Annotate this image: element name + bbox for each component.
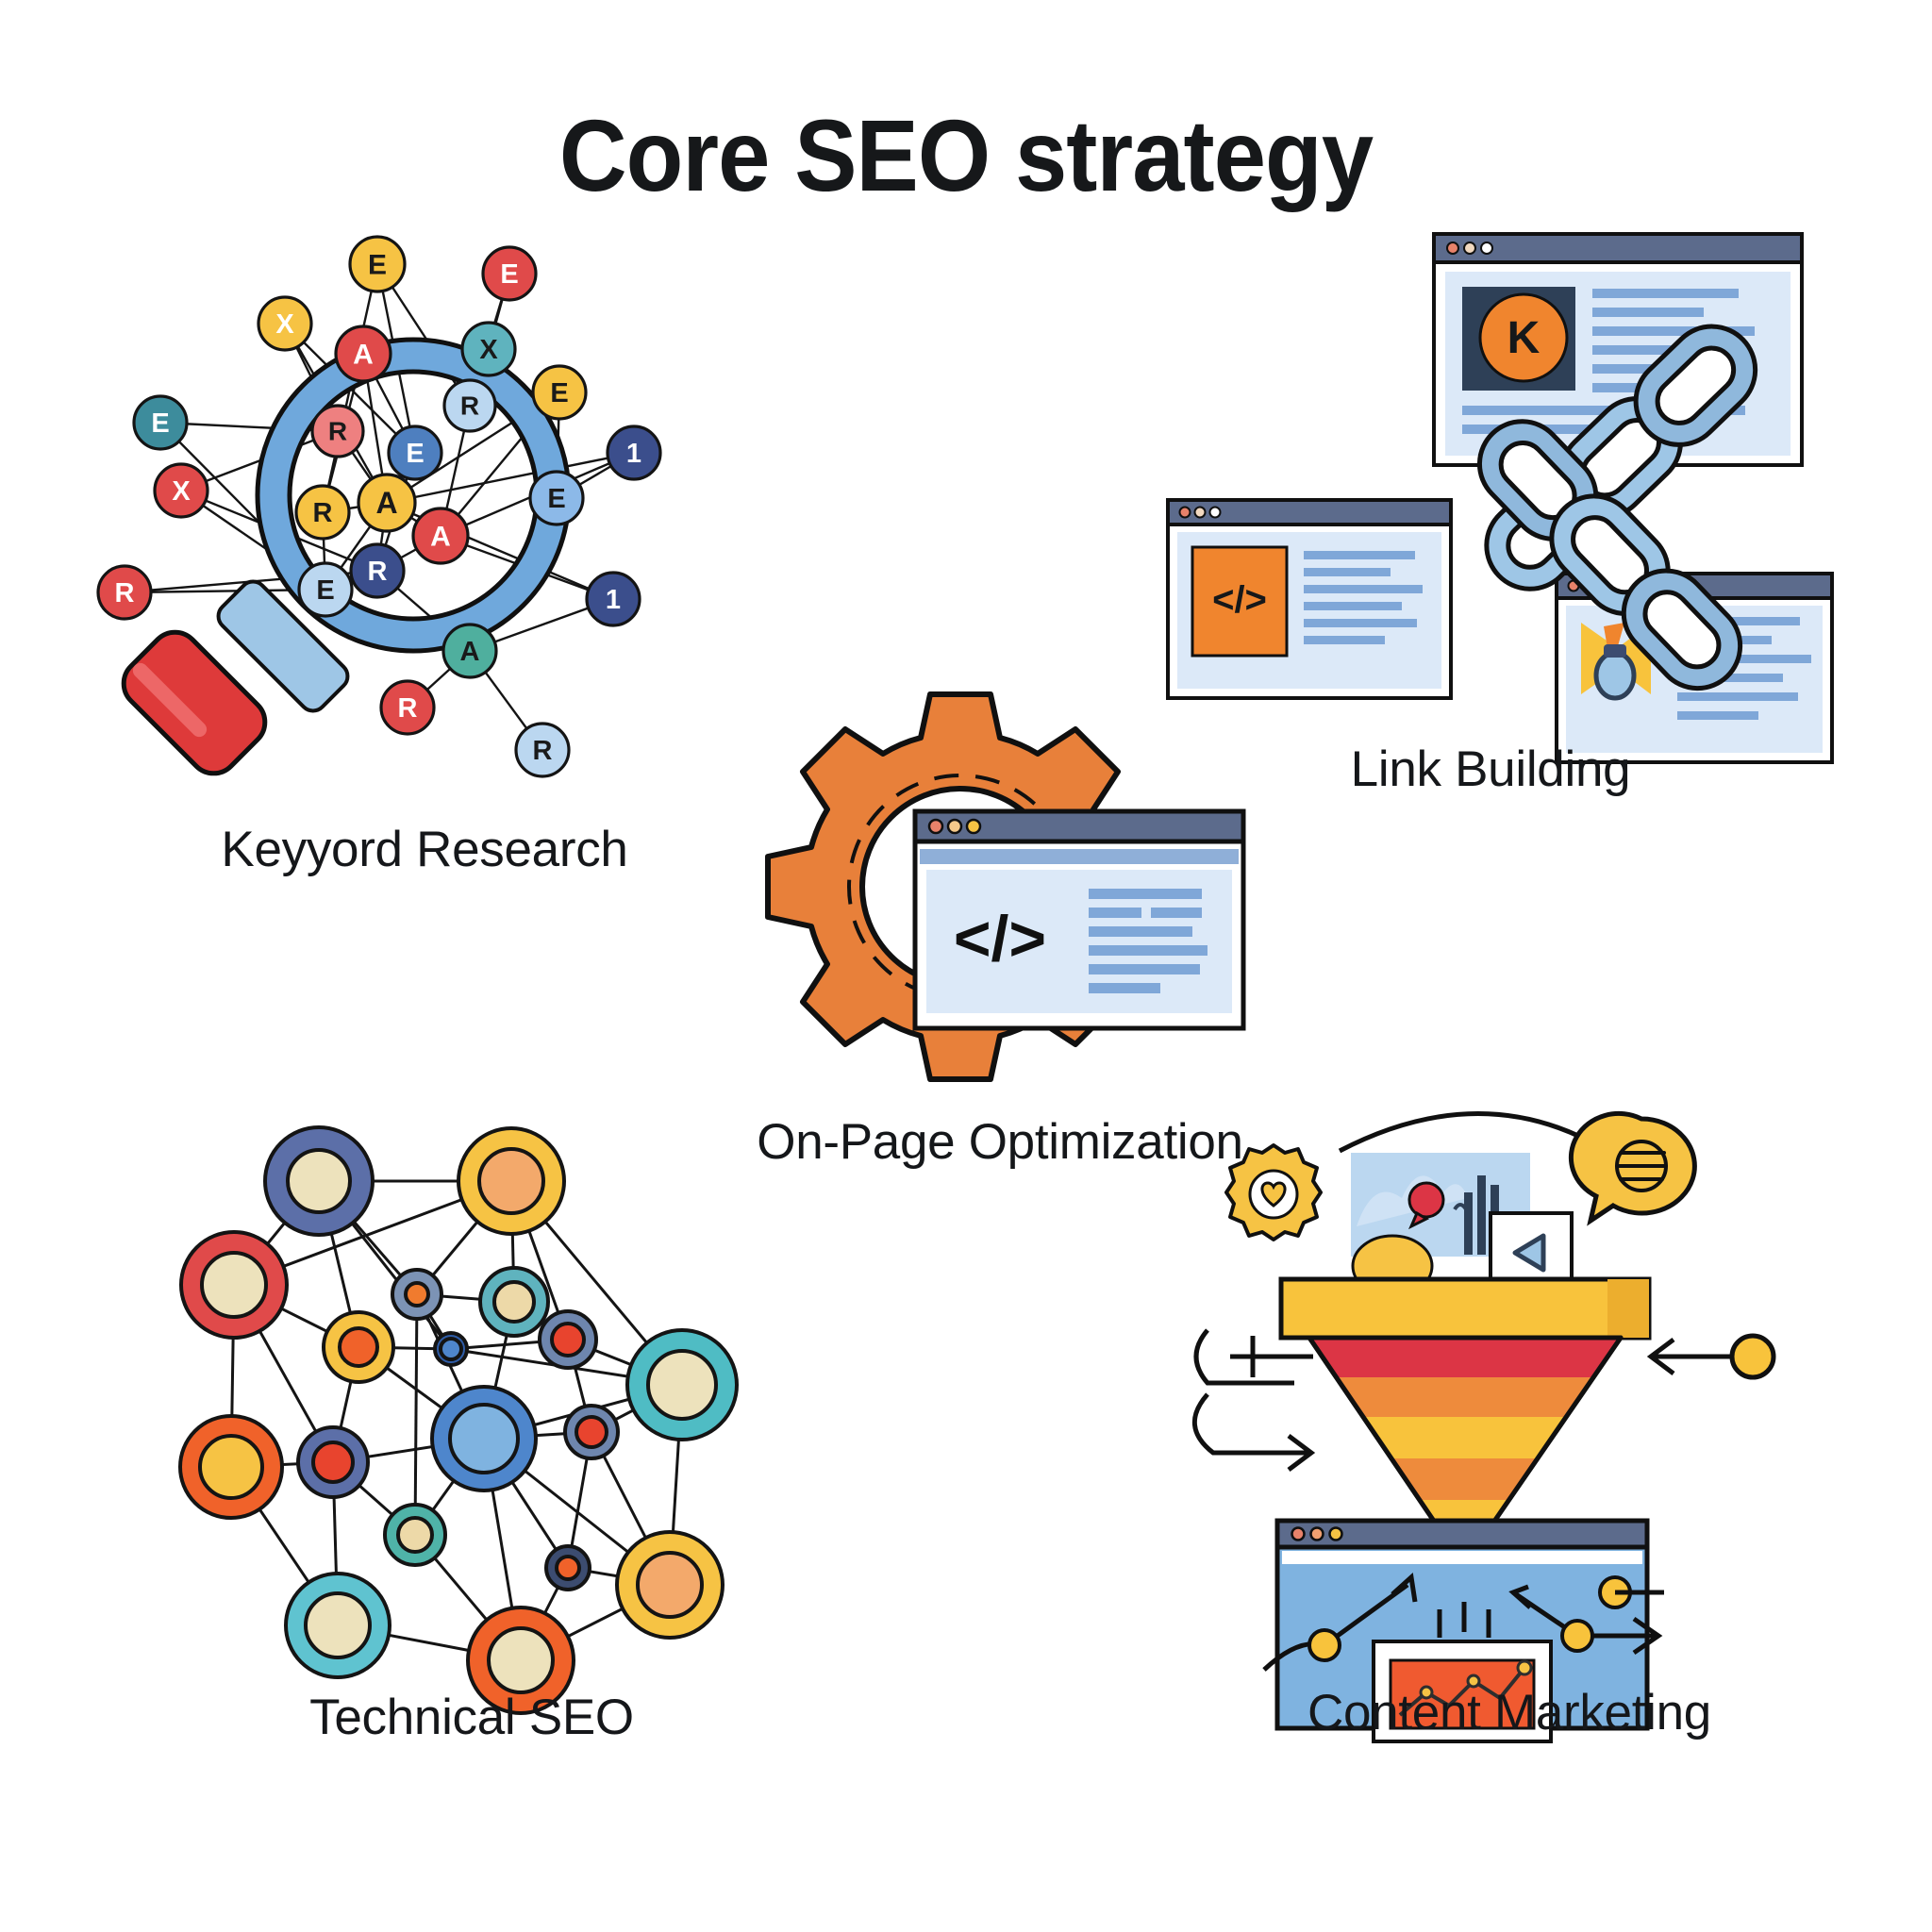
svg-text:R: R [533,736,553,766]
svg-text:A: A [353,339,374,370]
panel-label-keyword-research: Keyyord Research [221,822,628,877]
code-symbol-onpage: </> [954,903,1046,974]
network-node [478,1266,550,1338]
chat-bubble-lines-icon [1568,1110,1697,1226]
svg-text:1: 1 [626,439,641,469]
svg-text:E: E [547,484,565,514]
keyword-node: R [442,378,497,433]
funnel-top-plate [1278,1276,1652,1341]
keyword-node: 1 [585,571,641,627]
svg-text:R: R [115,578,135,608]
svg-text:A: A [375,486,397,520]
network-node [466,1606,575,1715]
network-node [263,1125,375,1237]
keyword-node: R [514,722,571,778]
panel-label-technical-seo: Technical SEO [309,1690,634,1745]
svg-text:1: 1 [606,585,621,615]
panel-label-link-building: Link Building [1350,741,1631,797]
network-node [563,1404,620,1460]
keyword-node: R [379,679,436,736]
keyword-node: E [297,561,354,618]
svg-text:E: E [406,439,424,469]
keyword-node: R [294,484,351,541]
code-symbol-left: </> [1212,579,1267,621]
svg-text:E: E [368,249,387,280]
svg-text:R: R [398,693,418,724]
network-node [179,1230,289,1340]
keyword-node: E [387,425,443,481]
svg-text:E: E [500,259,518,290]
panel-on-page-optimization: </> On-Page Optimization [745,679,1255,1208]
magnifier-handle [121,579,350,776]
svg-text:X: X [172,476,191,507]
svg-text:K: K [1507,313,1541,363]
browser-window-left: </> [1166,498,1453,700]
keyword-node: R [310,404,365,458]
keyword-node: A [411,507,470,565]
svg-text:X: X [275,309,294,340]
network-node [284,1572,391,1679]
network-node [296,1425,370,1499]
analytics-browser-window [1262,1518,1664,1743]
network-node [544,1544,591,1591]
svg-text:R: R [460,391,479,421]
keyword-node: E [348,235,407,293]
keyword-node: E [481,245,538,302]
node-network-graph-icon [178,1125,739,1715]
keyword-node: A [334,325,392,383]
heart-gear-icon [1224,1143,1323,1241]
svg-text:R: R [313,498,333,528]
network-node [457,1126,566,1236]
panel-technical-seo: Technical SEO [160,1123,783,1764]
keyword-node: A [357,473,417,533]
svg-text:R: R [368,557,388,587]
keyword-node: E [528,470,585,526]
keyword-node: 1 [606,425,662,481]
svg-text:E: E [151,408,169,439]
svg-text:A: A [430,521,451,552]
network-node [178,1414,284,1520]
network-node [538,1309,598,1370]
network-node [625,1328,739,1441]
keyword-node: X [460,321,517,377]
keyword-node: R [96,564,153,621]
play-button-icon [1489,1211,1574,1285]
network-node [322,1310,395,1384]
keyword-node: X [153,462,209,519]
chain-icon [1476,324,1758,691]
chain-linked-browsers-icon: K [1166,232,1834,764]
left-flow-arrows [1192,1328,1316,1472]
right-flow-arrow [1646,1333,1776,1380]
keyword-node: X [257,295,313,352]
keyword-node: A [441,623,498,679]
network-node [615,1530,724,1640]
svg-text:A: A [460,637,480,667]
gear-with-code-window-icon: </> [765,691,1246,1082]
svg-text:X: X [479,335,498,365]
panel-link-building: K [1160,226,1834,849]
keyword-node: E [531,364,588,421]
network-node [433,1331,469,1367]
code-browser-window: </> [912,808,1246,1031]
panel-label-on-page-optimization: On-Page Optimization [757,1114,1243,1170]
svg-text:E: E [550,378,568,408]
page-title: Core SEO strategy [558,98,1374,212]
keyword-node: E [132,394,189,451]
network-node [383,1503,447,1567]
marketing-funnel-icon [1192,1110,1776,1743]
svg-text:R: R [328,417,347,446]
network-node [391,1268,443,1321]
svg-text:E: E [316,575,334,606]
panel-content-marketing: Content Marketing [1192,1094,1811,1764]
keyword-node: R [349,542,406,599]
panel-label-content-marketing: Content Marketing [1307,1685,1711,1740]
network-node [430,1385,538,1492]
